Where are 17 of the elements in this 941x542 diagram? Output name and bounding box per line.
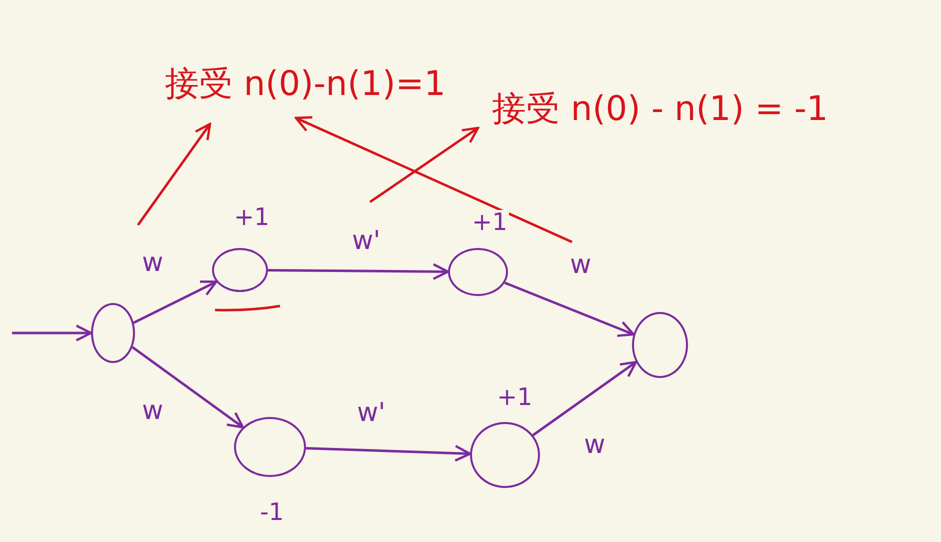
arrow [136, 122, 212, 226]
arrow [532, 360, 638, 436]
arrow [306, 444, 472, 462]
arrow [132, 346, 244, 428]
state-circle [212, 248, 268, 292]
state-circle [470, 422, 540, 488]
arrow [294, 116, 573, 244]
arrow [504, 282, 635, 337]
note-text: 接受 n(0) - n(1) = -1 [492, 82, 932, 136]
arrow [268, 263, 450, 280]
arrow [12, 324, 92, 342]
state-circle [632, 312, 688, 378]
state-circle [234, 417, 306, 477]
state-circle [91, 303, 135, 363]
arrow [133, 280, 218, 324]
state-circle [448, 248, 508, 296]
arrow [369, 126, 480, 204]
